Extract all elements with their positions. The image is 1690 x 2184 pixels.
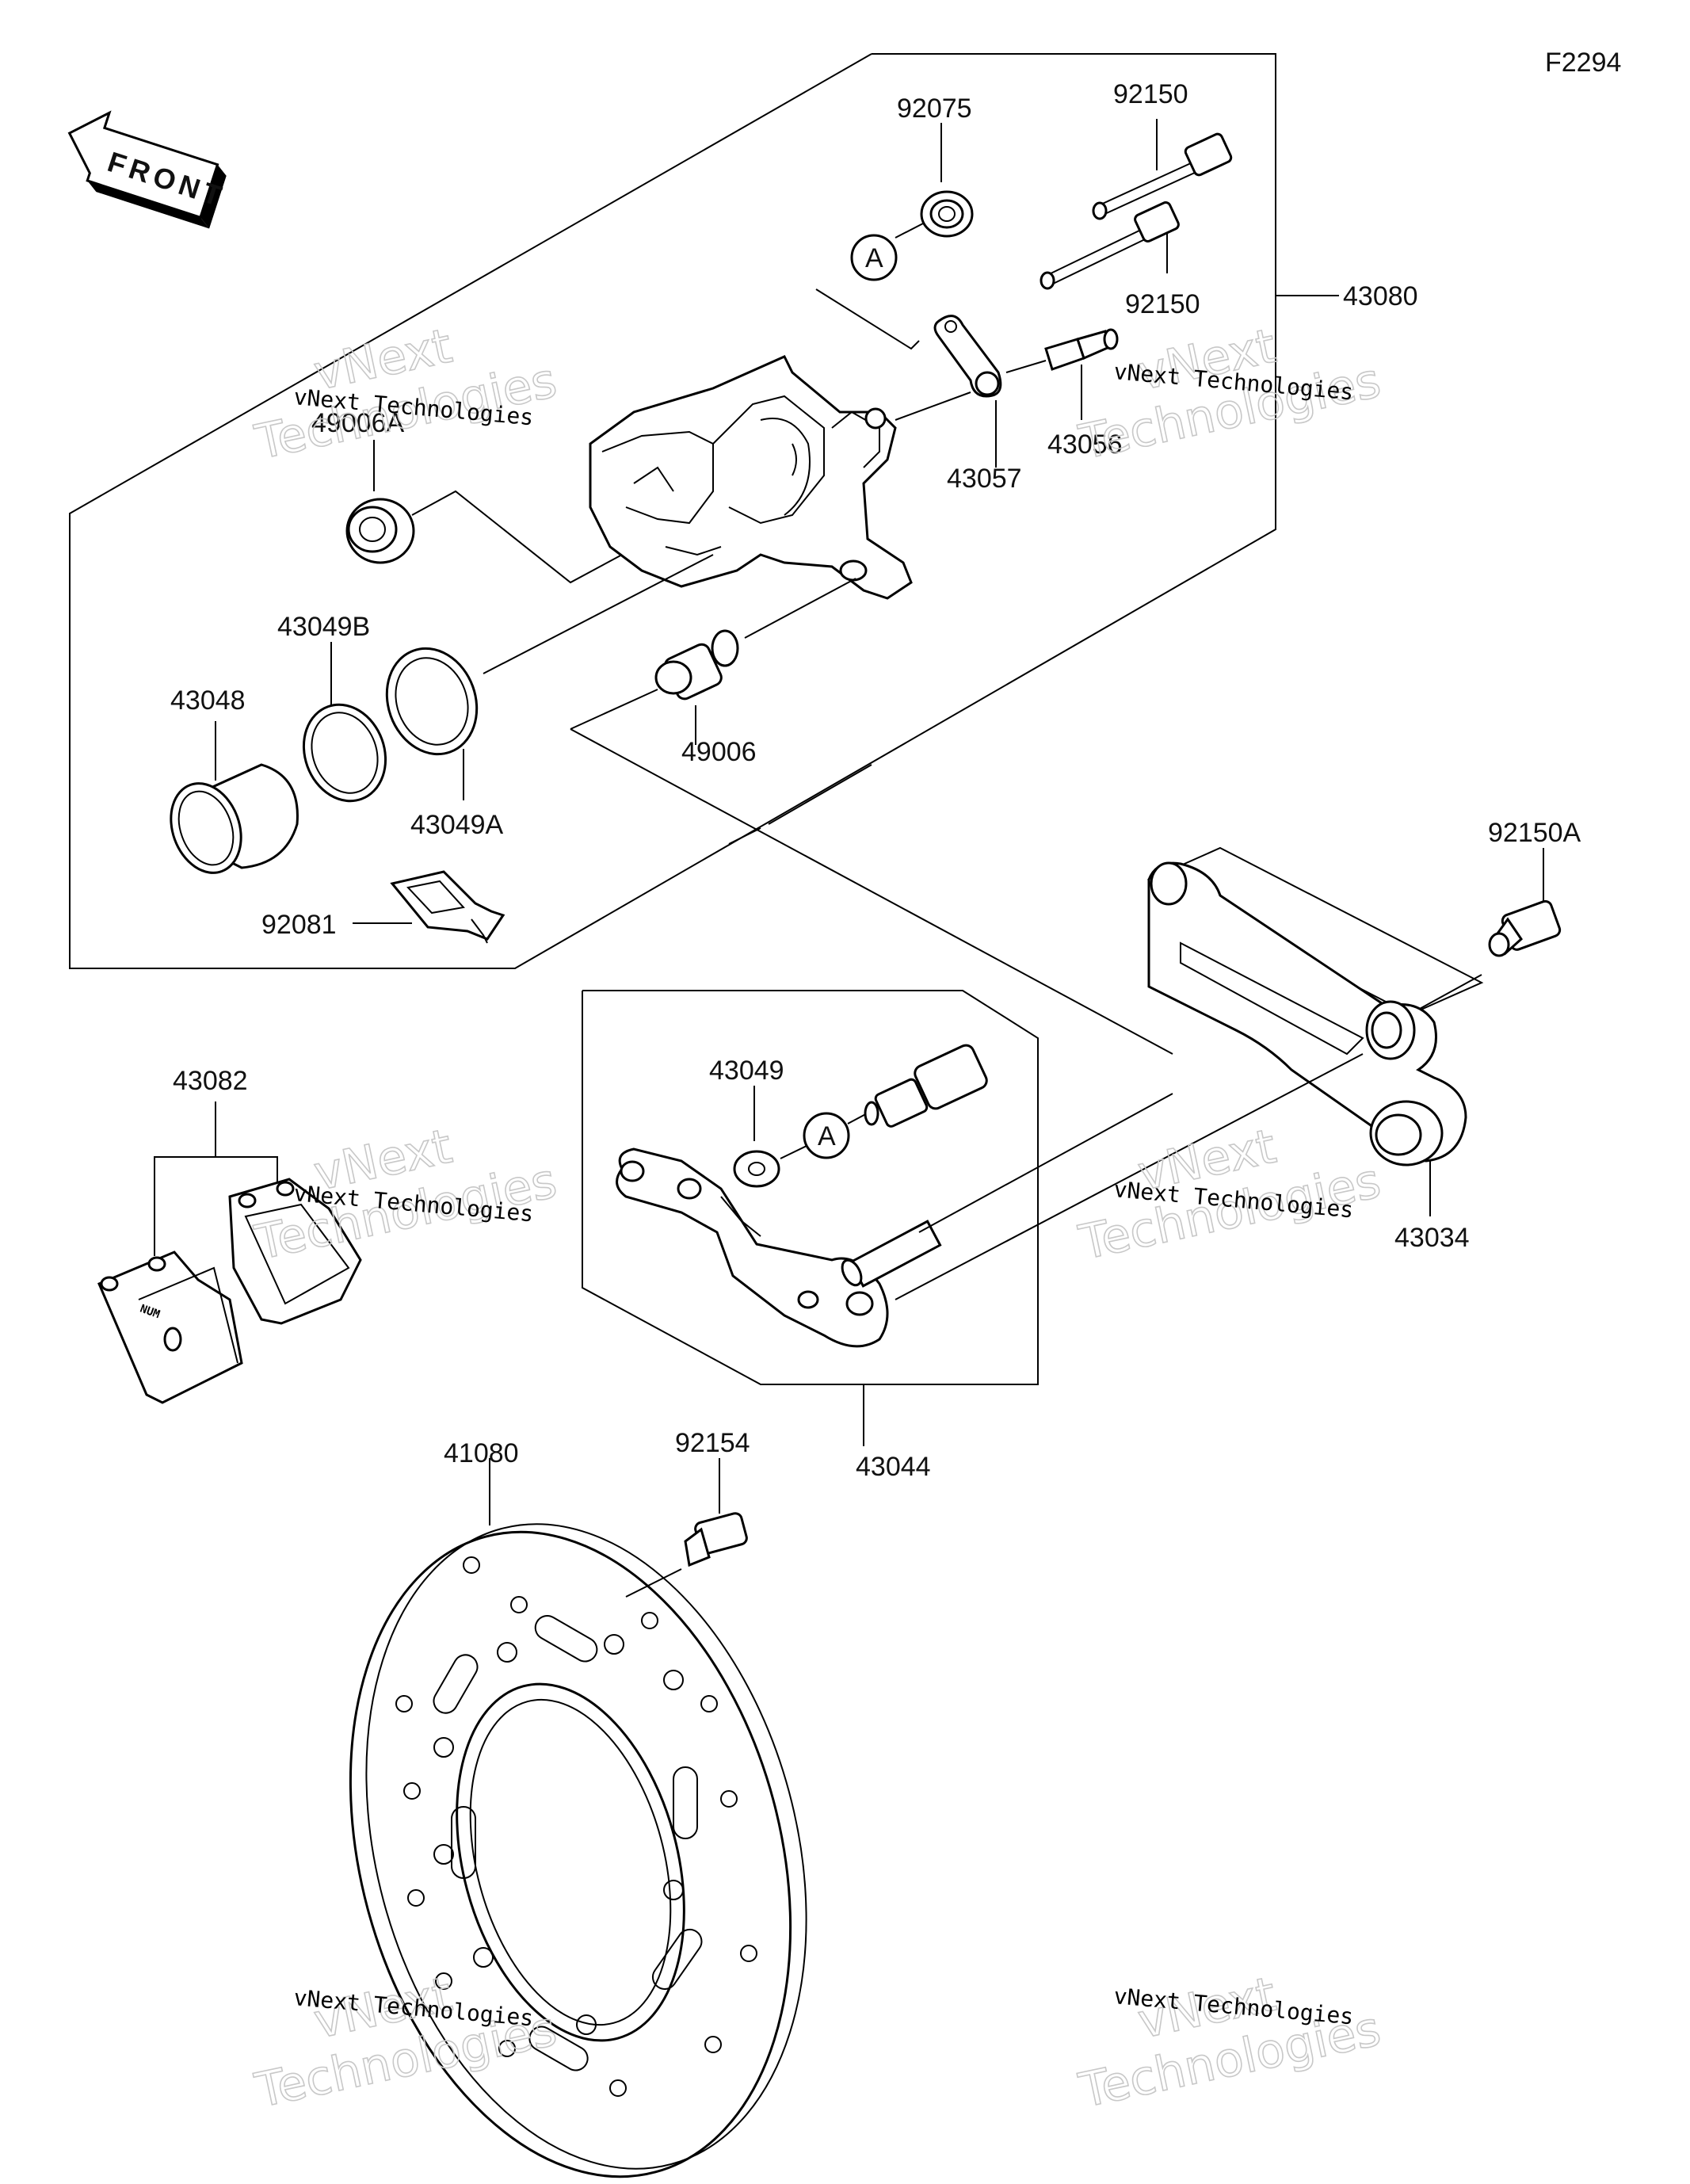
label-43080: 43080 (1343, 281, 1418, 311)
svg-text:A: A (818, 1121, 836, 1151)
part-92154[interactable] (625, 1458, 748, 1598)
figure-code: F2294 (1545, 48, 1621, 78)
label-43049A: 43049A (410, 810, 504, 840)
part-43057[interactable] (895, 315, 1002, 468)
label-43057: 43057 (947, 464, 1022, 494)
part-41080[interactable] (283, 1458, 875, 2184)
part-92150-top[interactable] (1092, 119, 1233, 220)
label-49006A: 49006A (311, 408, 405, 438)
part-43044[interactable] (616, 1053, 1364, 1348)
part-49006[interactable] (654, 578, 856, 745)
label-43034: 43034 (1394, 1223, 1470, 1253)
label-43049B: 43049B (277, 612, 370, 642)
svg-text:A: A (865, 243, 883, 273)
label-49006: 49006 (681, 737, 757, 767)
caliper-assembly-boundary (69, 53, 1276, 969)
part-43034[interactable] (1146, 846, 1484, 1216)
part-labels: 92075 92150 92150 43080 49006A 43057 430… (170, 79, 1581, 1482)
label-43044: 43044 (856, 1452, 931, 1482)
part-43049B[interactable] (291, 642, 399, 812)
label-43082: 43082 (173, 1066, 248, 1096)
callout-a-upper: A (815, 223, 924, 350)
label-92150-top: 92150 (1113, 79, 1188, 109)
bracket-assembly-boundary (582, 990, 1039, 1385)
label-92075: 92075 (897, 94, 972, 124)
part-92081[interactable] (353, 870, 505, 944)
label-43056: 43056 (1047, 430, 1123, 460)
label-43049: 43049 (709, 1056, 784, 1086)
part-43049[interactable] (733, 1086, 809, 1188)
label-41080: 41080 (444, 1438, 519, 1468)
caliper-body[interactable] (589, 355, 913, 600)
slide-pin[interactable] (838, 1093, 1173, 1289)
part-92075[interactable] (920, 123, 974, 238)
label-92081: 92081 (261, 910, 337, 940)
part-43082[interactable]: NUM (97, 1102, 362, 1404)
callout-a-lower: A (803, 1110, 872, 1159)
label-92150-mid: 92150 (1125, 289, 1200, 319)
part-43048[interactable] (159, 721, 299, 883)
front-arrow-icon: FRONT (67, 110, 230, 229)
part-92150A[interactable] (1402, 848, 1562, 1019)
label-43048: 43048 (170, 685, 246, 716)
part-92150-mid[interactable] (1040, 201, 1180, 290)
guide-pin[interactable] (864, 1043, 990, 1128)
part-49006A[interactable] (345, 440, 623, 584)
part-43049A[interactable] (372, 554, 714, 800)
watermark-6: vNext Technologies (1074, 1966, 1386, 2120)
part-43056[interactable] (1005, 328, 1119, 420)
label-92154: 92154 (675, 1428, 750, 1458)
label-92150A: 92150A (1488, 818, 1581, 848)
